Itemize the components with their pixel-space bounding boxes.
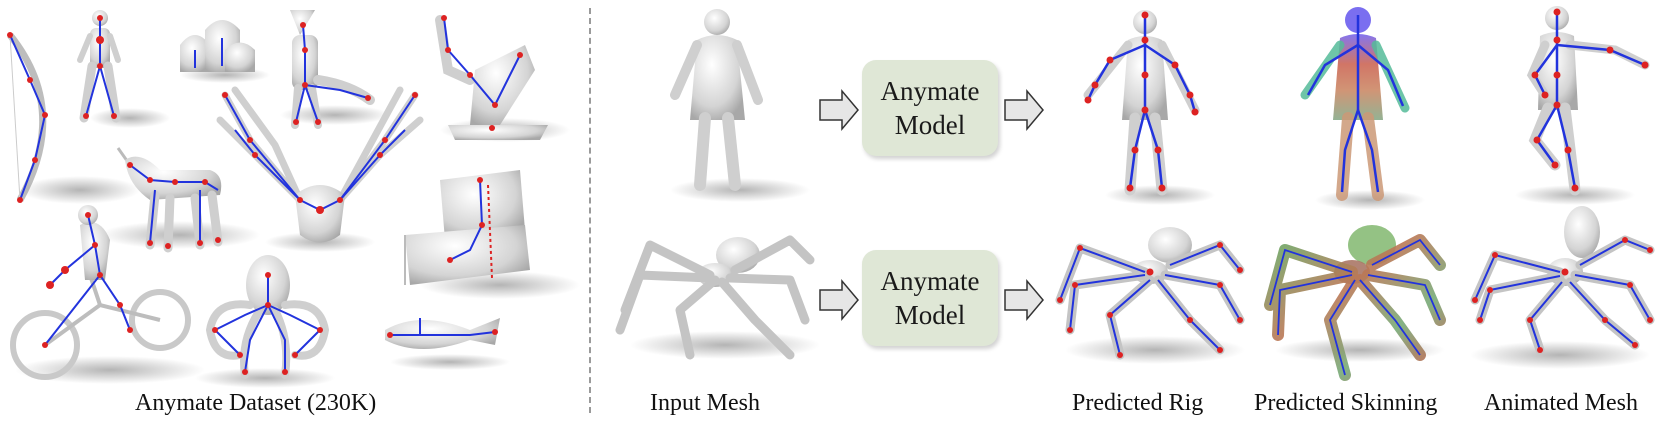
model-box-line2: Model [894, 300, 966, 330]
input-mesh-humanoid [670, 9, 810, 202]
armchair-mesh [404, 170, 580, 299]
arrow-input-to-model-2 [819, 278, 859, 322]
predicted-rig-spider [1055, 227, 1245, 364]
anymate-model-box-2: Anymate Model [862, 250, 998, 346]
model-box-line1: Anymate [880, 266, 980, 296]
predicted-skinning-spider [1264, 225, 1446, 381]
octopus-mesh [195, 255, 335, 388]
caption-predicted-skinning: Predicted Skinning [1254, 390, 1438, 416]
animated-mesh-humanoid [1515, 6, 1650, 205]
unicorn-mesh [100, 147, 260, 253]
humanoid-mesh-small [77, 10, 170, 128]
anymate-model-box-1: Anymate Model [862, 60, 998, 156]
section-divider [589, 8, 591, 413]
caption-dataset: Anymate Dataset (230K) [135, 390, 377, 416]
fish-mesh [385, 318, 510, 370]
arrow-model-to-rig-2 [1004, 278, 1044, 322]
caption-animated-mesh: Animated Mesh [1484, 390, 1638, 416]
caption-input-mesh: Input Mesh [650, 390, 760, 416]
robot-arm-mesh [435, 15, 570, 142]
animated-mesh-spider [1470, 206, 1655, 369]
cyclist-mesh [10, 205, 205, 384]
predicted-skinning-humanoid [1300, 7, 1425, 210]
dataset-collage [7, 10, 580, 388]
arrow-model-to-rig-1 [1004, 88, 1044, 132]
fox-mesh [280, 10, 390, 129]
caption-predicted-rig: Predicted Rig [1072, 390, 1204, 416]
winged-creature-mesh [216, 86, 424, 252]
input-mesh-spider [615, 235, 820, 360]
model-box-line1: Anymate [880, 76, 980, 106]
model-box-line2: Model [894, 110, 966, 140]
tombstones-mesh [180, 20, 270, 83]
predicted-rig-humanoid [1083, 10, 1215, 205]
bow-mesh [7, 32, 140, 204]
arrow-input-to-model-1 [819, 88, 859, 132]
